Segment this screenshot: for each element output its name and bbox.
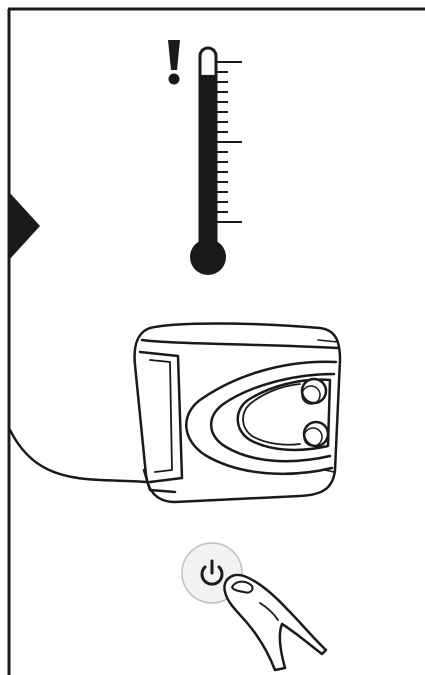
thermometer-mercury xyxy=(202,75,215,245)
warning-exclamation-icon xyxy=(168,40,180,85)
arrow-right-icon xyxy=(9,192,40,260)
finger-press-icon xyxy=(224,575,326,670)
thermometer-scale xyxy=(216,62,242,222)
cable-icon xyxy=(10,430,146,482)
controller-button-bottom xyxy=(304,422,328,446)
thermometer-icon xyxy=(190,48,242,275)
thermometer-bulb xyxy=(190,239,226,275)
controller-button-top xyxy=(302,379,326,403)
remote-controller-icon xyxy=(10,324,340,503)
